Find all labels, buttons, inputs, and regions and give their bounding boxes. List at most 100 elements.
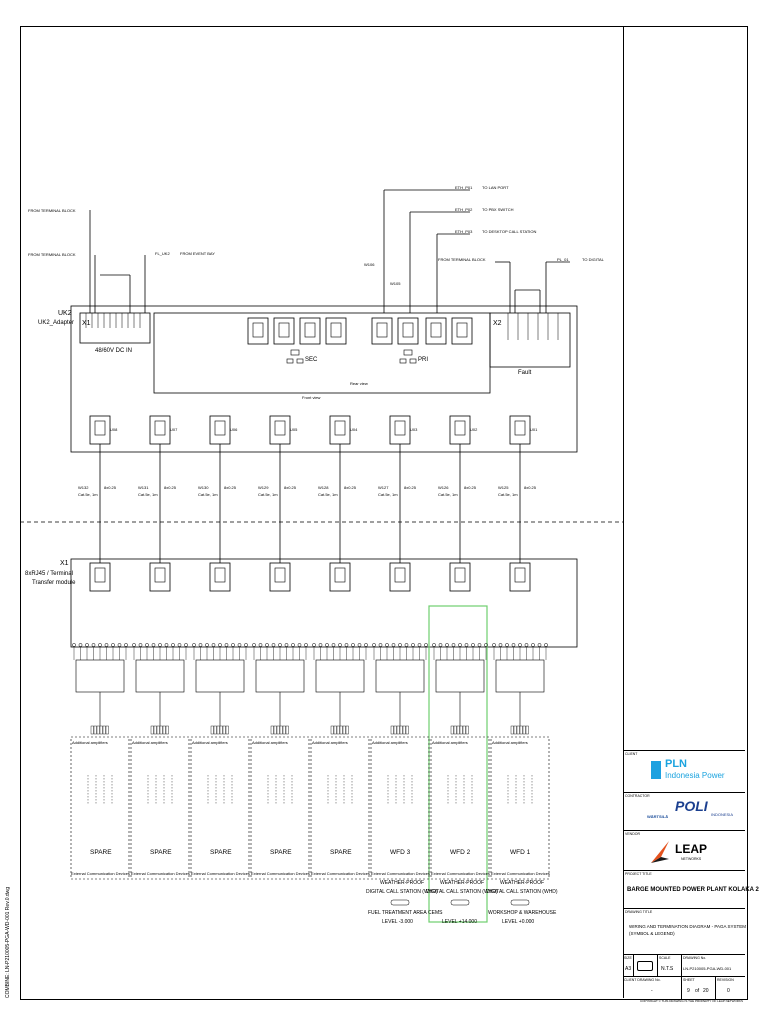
- copyright-footer: COPYRIGHT © THIS DRAWING IS THE PROPERTY…: [640, 999, 743, 1003]
- terminal-port: [89, 562, 111, 592]
- network-icon: [296, 358, 304, 364]
- title-block-divider: [623, 26, 624, 998]
- terminal-pin: [132, 643, 136, 647]
- connector-pin: [90, 725, 94, 735]
- connector-pin: [99, 725, 103, 735]
- terminal-port-jack: [214, 567, 226, 583]
- port-label: U03: [410, 427, 418, 432]
- terminal-pin: [211, 643, 216, 647]
- station-desc-1: WEATHER-PROOF: [380, 880, 425, 886]
- terminal-port-jack: [454, 567, 466, 583]
- switch-port-jack: [456, 322, 468, 338]
- front-port-jack: [514, 420, 526, 436]
- terminal-pin: [151, 643, 156, 647]
- connector-pin: [525, 725, 529, 735]
- cable-type: Cat.5e, 1m: [438, 492, 458, 497]
- connector-pin: [345, 725, 349, 735]
- vendor-cell: VENDOR LEAP NETWORKS: [623, 830, 745, 871]
- x1-terminal-box: [79, 312, 151, 344]
- amplifiers-label: Additional amplifiers: [372, 740, 408, 745]
- terminal-pin: [451, 643, 456, 647]
- pln-logo-icon: [651, 761, 661, 779]
- terminal-pin: [104, 643, 109, 647]
- pln-sub: Indonesia Power: [665, 771, 725, 780]
- connector-pin: [285, 725, 289, 735]
- terminal-pin: [278, 643, 282, 647]
- connector-pin: [510, 725, 514, 735]
- cable-len: 8x0.25: [344, 485, 357, 490]
- cable-type: Cat.5e, 1m: [78, 492, 98, 497]
- sheet-of: of: [695, 988, 700, 994]
- sheet-label: SHEET: [683, 978, 695, 982]
- cable-len: 8x0.25: [224, 485, 237, 490]
- terminal-pin: [498, 643, 503, 647]
- front-port-jack: [94, 420, 106, 436]
- cable-id: W125: [498, 485, 509, 490]
- terminal-pin: [544, 643, 548, 647]
- amplifiers-label: Additional amplifiers: [192, 740, 228, 745]
- cable-id: W129: [258, 485, 269, 490]
- terminal-pin: [72, 643, 76, 647]
- terminal-pin: [78, 643, 83, 647]
- station-desc-1: WEATHER-PROOF: [500, 880, 545, 886]
- switch-port: [325, 317, 347, 345]
- connector-pin: [282, 725, 286, 735]
- station-box: [190, 736, 250, 880]
- switch-port: [425, 317, 447, 345]
- terminal-pin: [224, 643, 229, 647]
- port-label: U02: [470, 427, 478, 432]
- terminal-pin: [364, 643, 368, 647]
- connector-pin: [393, 725, 397, 735]
- eth-p01-label: ETH_P01: [455, 185, 473, 190]
- revision-value: 0: [727, 988, 730, 994]
- terminal-pin: [184, 643, 188, 647]
- connector-pin: [450, 725, 454, 735]
- terminal-pin: [404, 643, 409, 647]
- terminal-pin: [432, 643, 436, 647]
- terminal-pin: [258, 643, 263, 647]
- x2-terminal-label: X2: [493, 320, 502, 327]
- to-digital-label: TO DIGITAL: [582, 257, 604, 262]
- station-box: [490, 736, 550, 880]
- terminal-pin: [391, 643, 396, 647]
- terminal-pin: [177, 643, 182, 647]
- network-icon: [409, 358, 417, 364]
- from-tb2-label: FROM TERMINAL BLOCK: [28, 252, 76, 257]
- station-level: LEVEL +14.000: [442, 919, 477, 925]
- station-box: [70, 736, 130, 880]
- devices-label: External Communication Devices: [131, 871, 190, 876]
- terminal-pin: [231, 643, 235, 647]
- terminal-pin: [265, 643, 269, 647]
- terminal-port: [509, 562, 531, 592]
- wiring-box: [75, 659, 125, 693]
- cable-type: Cat.5e, 1m: [378, 492, 398, 497]
- wartsila-logo: WÄRTSILÄ: [647, 814, 669, 819]
- terminal-pin: [244, 643, 248, 647]
- cable-type: Cat.5e, 1m: [318, 492, 338, 497]
- project-cell: PROJECT TITLE BARGE MOUNTED POWER PLANT …: [623, 870, 759, 909]
- eth-p02-label: ETH_P02: [455, 207, 473, 212]
- terminal-pin: [372, 643, 376, 647]
- front-port: [329, 415, 351, 445]
- terminal-port-jack: [394, 567, 406, 583]
- connector-pin: [102, 725, 106, 735]
- front-port: [209, 415, 231, 445]
- projection-icon: [637, 961, 653, 971]
- uk2-adapter-box: [70, 305, 578, 453]
- port-label: U08: [110, 427, 118, 432]
- terminal-pin: [458, 643, 462, 647]
- uk2-name: UK2_Adapter: [38, 320, 75, 326]
- front-port-jack: [154, 420, 166, 436]
- devices-label: External Communication Devices: [251, 871, 310, 876]
- info-row-2: CLIENT DRAWING No. - SHEET 9 of 20 REVIS…: [623, 976, 745, 999]
- cable-type: Cat.5e, 1m: [258, 492, 278, 497]
- terminal-pin: [145, 643, 149, 647]
- station-level: LEVEL -3.000: [382, 919, 413, 925]
- front-port: [89, 415, 111, 445]
- terminal-pin: [111, 643, 115, 647]
- connector-pin: [93, 725, 97, 735]
- front-port: [509, 415, 531, 445]
- connector-pin: [402, 725, 406, 735]
- amplifiers-label: Additional amplifiers: [492, 740, 528, 745]
